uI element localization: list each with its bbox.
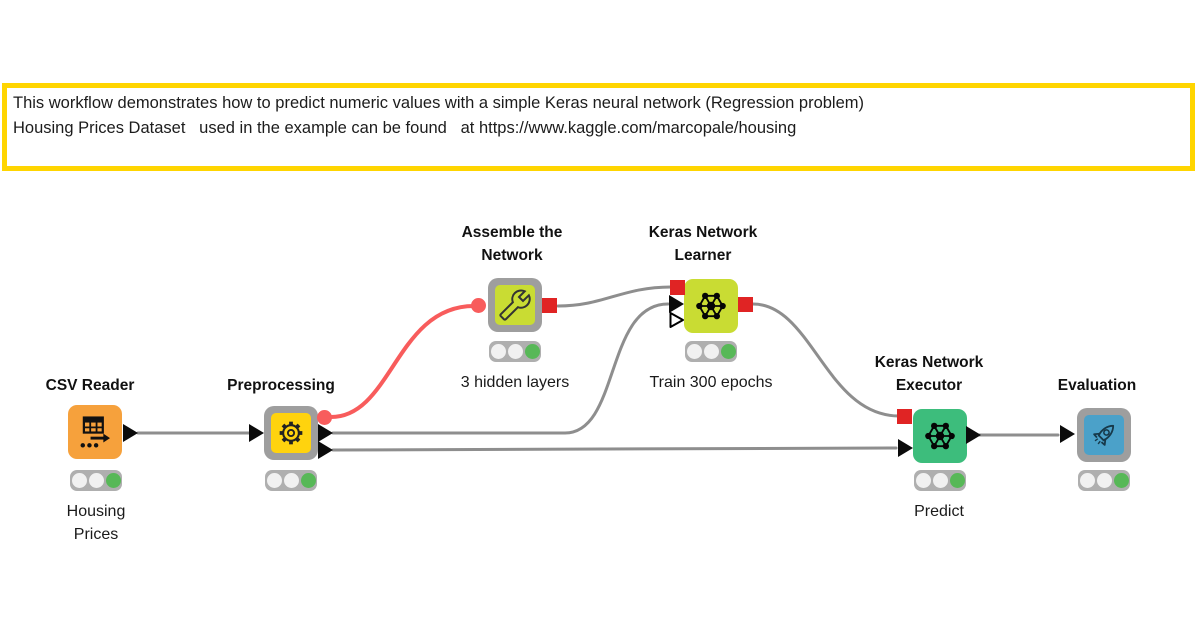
node-label-keras-executor[interactable]: Predict xyxy=(914,503,964,520)
port-out-data-csv-reader[interactable] xyxy=(123,424,138,442)
status-dot-red-off xyxy=(266,473,282,488)
status-traffic-light xyxy=(70,470,122,491)
status-dot-red-off xyxy=(1079,473,1095,488)
port-out-data1-preprocessing[interactable] xyxy=(318,424,333,442)
node-title-keras-executor[interactable]: Keras Network Executor xyxy=(874,354,984,394)
port-in-data-evaluation[interactable] xyxy=(1060,425,1075,443)
port-in-data-executor[interactable] xyxy=(898,439,913,457)
wrench-icon xyxy=(499,289,531,321)
port-in-optional-data-learner[interactable] xyxy=(669,311,685,334)
connection-assemble-to-learner[interactable] xyxy=(556,285,673,308)
gear-icon xyxy=(274,416,308,450)
port-in-keras-network-executor[interactable] xyxy=(897,409,912,424)
connection-preprocessing-to-executor[interactable] xyxy=(331,446,898,452)
port-out-data-executor[interactable] xyxy=(966,426,981,444)
node-title-assemble-network[interactable]: Assemble the Network xyxy=(461,224,563,264)
node-title-evaluation[interactable]: Evaluation xyxy=(1057,377,1137,394)
annotation-text-line: Housing Prices Dataset used in the examp… xyxy=(13,119,797,137)
status-dot-red-off xyxy=(490,344,506,359)
status-traffic-light xyxy=(1078,470,1130,491)
node-label-assemble-network[interactable]: 3 hidden layers xyxy=(460,374,570,391)
status-dot-red-off xyxy=(915,473,931,488)
status-dot-yellow-off xyxy=(932,473,948,488)
table-reader-icon xyxy=(75,412,115,452)
status-dot-green-on xyxy=(1113,473,1129,488)
node-preprocessing-body xyxy=(271,413,311,453)
status-dot-red-off xyxy=(686,344,702,359)
annotation-text-line: This workflow demonstrates how to predic… xyxy=(13,94,865,112)
status-dot-green-on xyxy=(949,473,965,488)
workflow-annotation[interactable]: This workflow demonstrates how to predic… xyxy=(2,83,1195,171)
node-title-preprocessing[interactable]: Preprocessing xyxy=(227,377,335,394)
node-keras-network-executor[interactable] xyxy=(913,409,967,463)
node-label-keras-learner[interactable]: Train 300 epochs xyxy=(649,374,773,391)
connection-preprocessing-to-assemble-flowvar[interactable] xyxy=(329,304,476,419)
connection-learner-to-executor[interactable] xyxy=(751,302,901,418)
status-dot-green-on xyxy=(300,473,316,488)
status-dot-yellow-off xyxy=(507,344,523,359)
neural-network-icon xyxy=(690,285,732,327)
port-out-data2-preprocessing[interactable] xyxy=(318,441,333,459)
status-dot-yellow-off xyxy=(283,473,299,488)
status-traffic-light xyxy=(685,341,737,362)
status-dot-green-on xyxy=(105,473,121,488)
port-in-data-learner[interactable] xyxy=(669,295,684,313)
port-out-flowvariable-preprocessing[interactable] xyxy=(317,410,332,425)
status-traffic-light xyxy=(914,470,966,491)
node-title-keras-learner[interactable]: Keras Network Learner xyxy=(648,224,758,264)
port-out-keras-network-learner[interactable] xyxy=(738,297,753,312)
port-out-keras-network-assemble[interactable] xyxy=(542,298,557,313)
status-dot-yellow-off xyxy=(88,473,104,488)
port-in-data-preprocessing[interactable] xyxy=(249,424,264,442)
port-in-keras-network-learner[interactable] xyxy=(670,280,685,295)
status-dot-yellow-off xyxy=(703,344,719,359)
status-dot-red-off xyxy=(71,473,87,488)
node-assemble-network[interactable] xyxy=(488,278,542,332)
node-keras-network-learner[interactable] xyxy=(684,279,738,333)
node-preprocessing[interactable] xyxy=(264,406,318,460)
node-title-csv-reader[interactable]: CSV Reader xyxy=(45,377,135,394)
status-dot-green-on xyxy=(524,344,540,359)
port-in-flowvariable-assemble[interactable] xyxy=(471,298,486,313)
status-traffic-light xyxy=(265,470,317,491)
node-evaluation[interactable] xyxy=(1077,408,1131,462)
status-traffic-light xyxy=(489,341,541,362)
status-dot-yellow-off xyxy=(1096,473,1112,488)
rocket-icon xyxy=(1086,417,1122,453)
node-label-csv-reader[interactable]: Housing Prices xyxy=(66,503,126,543)
connection-preprocessing-to-learner[interactable] xyxy=(331,302,670,435)
node-csv-reader[interactable] xyxy=(68,405,122,459)
neural-network-icon xyxy=(919,415,961,457)
status-dot-green-on xyxy=(720,344,736,359)
node-assemble-network-body xyxy=(495,285,535,325)
node-evaluation-body xyxy=(1084,415,1124,455)
